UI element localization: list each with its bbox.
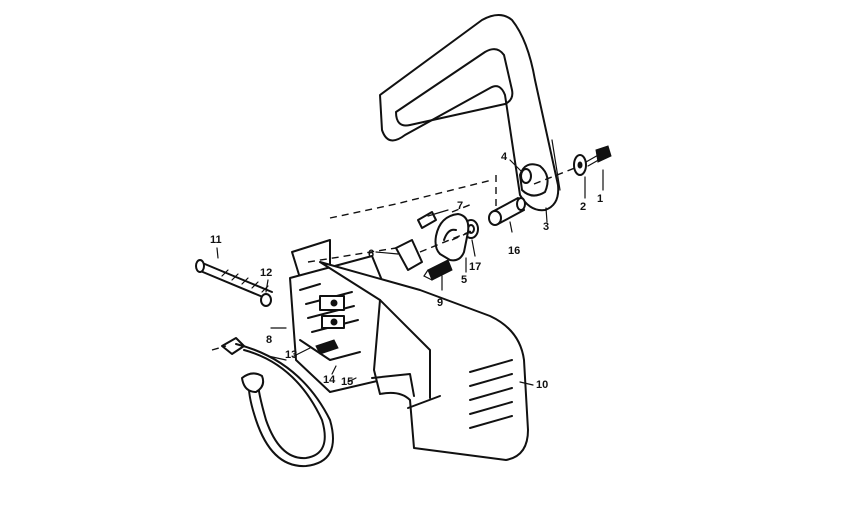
bracket-5 bbox=[434, 213, 470, 262]
sleeve-16 bbox=[488, 197, 526, 226]
callout-4: 4 bbox=[501, 151, 508, 163]
callout-12: 12 bbox=[260, 267, 272, 279]
callout-labels: 1 2 3 4 5 6 7 8 9 10 11 12 13 14 15 16 1… bbox=[210, 151, 603, 391]
callout-9: 9 bbox=[437, 297, 443, 309]
leader-lines bbox=[216, 159, 604, 386]
assembly-lines bbox=[211, 165, 581, 351]
handle-bolt bbox=[585, 145, 612, 167]
callout-10: 10 bbox=[536, 379, 548, 391]
callout-17: 17 bbox=[469, 261, 481, 273]
callout-7: 7 bbox=[457, 200, 463, 212]
callout-13: 13 bbox=[285, 349, 297, 361]
callout-6: 6 bbox=[368, 248, 374, 260]
callout-1: 1 bbox=[597, 193, 603, 205]
screw-9 bbox=[423, 259, 453, 281]
callout-5: 5 bbox=[461, 274, 467, 286]
chain-guard bbox=[319, 261, 529, 461]
plate-6 bbox=[395, 239, 423, 271]
handle-bar bbox=[379, 14, 561, 212]
callout-14: 14 bbox=[323, 374, 336, 386]
pin-7 bbox=[417, 211, 437, 229]
callout-3: 3 bbox=[543, 221, 549, 233]
callout-11: 11 bbox=[210, 234, 222, 246]
callout-15: 15 bbox=[341, 376, 353, 388]
long-bolt-11 bbox=[195, 259, 273, 301]
callout-8: 8 bbox=[266, 334, 272, 346]
handle-washer bbox=[573, 154, 587, 176]
nut-12 bbox=[260, 293, 272, 307]
callout-2: 2 bbox=[580, 201, 586, 213]
strap-8 bbox=[221, 337, 334, 468]
spacer-4 bbox=[520, 168, 532, 184]
callout-16: 16 bbox=[508, 245, 520, 257]
